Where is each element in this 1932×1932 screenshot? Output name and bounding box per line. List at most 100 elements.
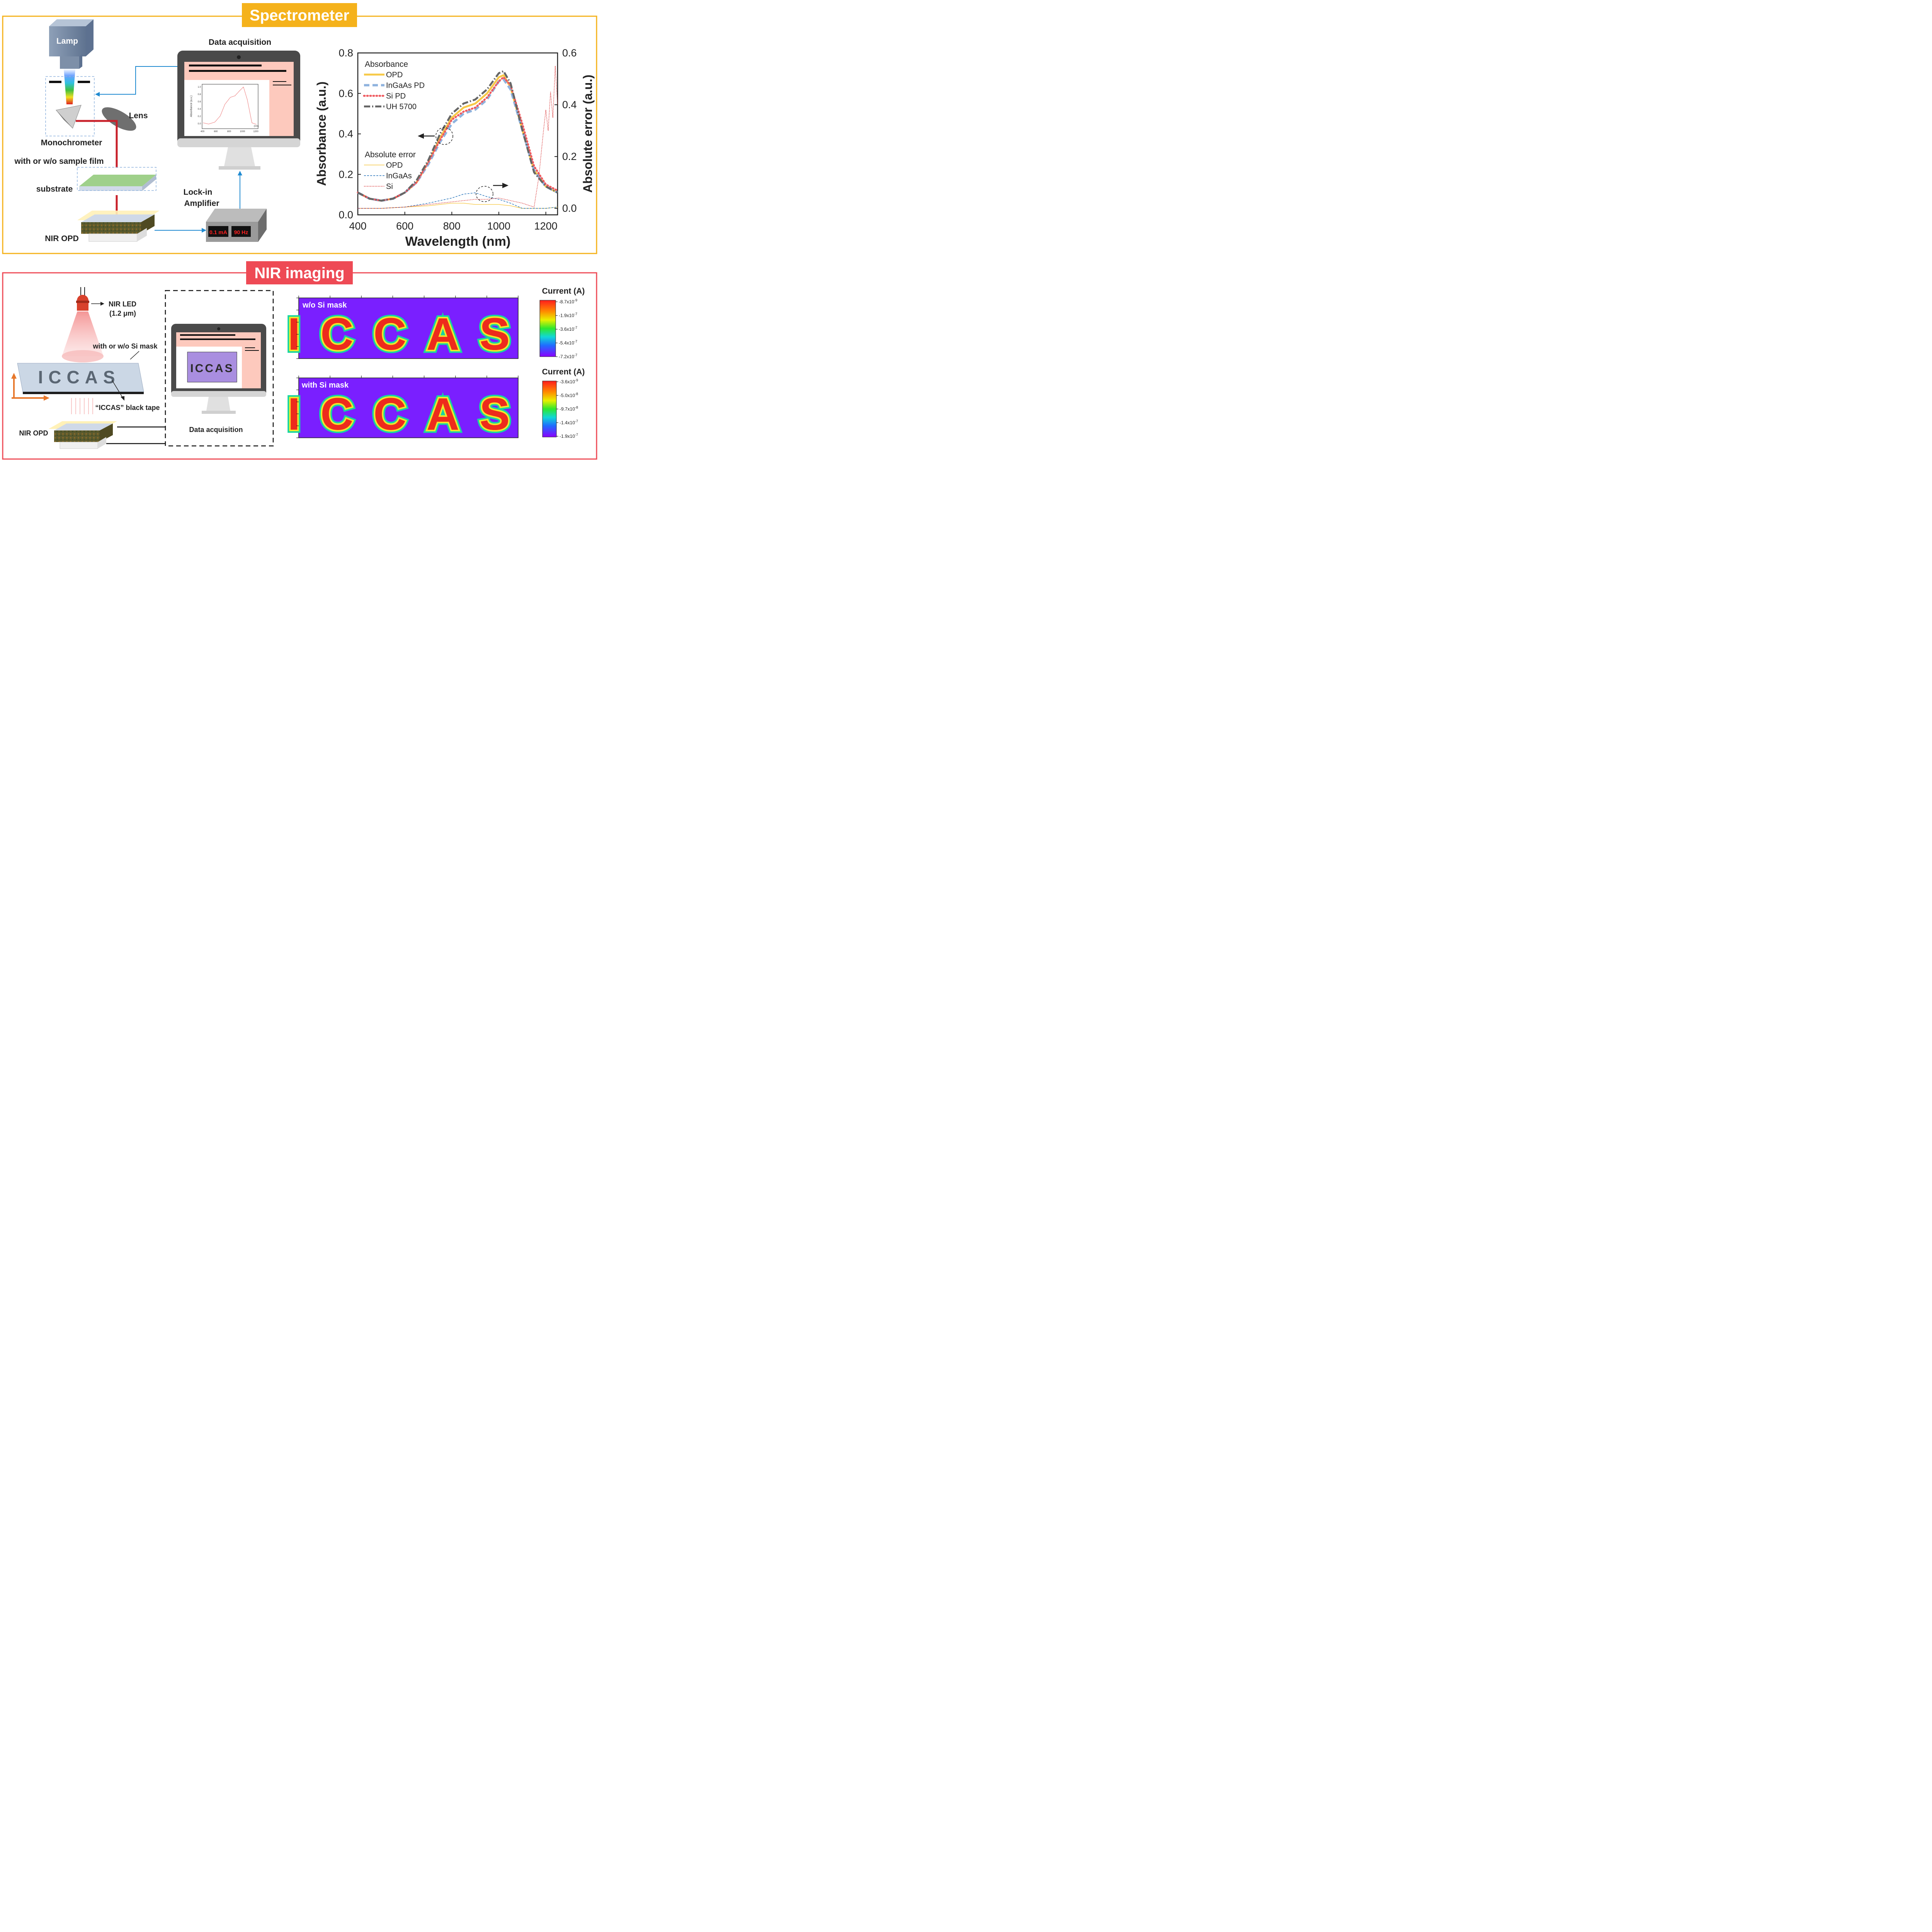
svg-text:ICCAS: ICCAS	[287, 309, 530, 360]
colorbar-tick-label: -5.4x10-7	[559, 340, 577, 346]
opd-device-icon	[77, 211, 160, 242]
light-beam	[64, 69, 75, 104]
colorbar-tick-label: -8.7x10-9	[559, 298, 577, 304]
spectrometer-title-box	[242, 3, 357, 27]
mini-y-tick-label: 0.4	[198, 108, 201, 111]
legend-absorbance-title: Absorbance	[365, 60, 408, 69]
legend-error-title: Absolute error	[365, 150, 416, 159]
mini-y-tick-label: 1.0	[198, 86, 201, 88]
acquisition-box	[165, 290, 274, 447]
colorbar-tick-label: -1.9x10-7	[560, 433, 578, 439]
mini-y-tick-label: 0.0	[198, 123, 201, 125]
figure-canvas: Spectrometer Lamp Monochrometer Lens wit…	[2, 3, 597, 460]
absorbance-series-uh-5700	[357, 70, 558, 202]
colorbar	[542, 381, 557, 437]
y2-tick-label: 0.4	[562, 99, 577, 111]
arrowhead	[502, 183, 509, 188]
mini-x-tick-label: 600	[214, 131, 218, 133]
error-series-ingaas	[358, 192, 558, 209]
mini-xunit: (nm)	[254, 125, 259, 128]
lockin-current-display: 0.1 mA	[209, 229, 227, 235]
colorbar-tick-label: -1.9x10-7	[559, 312, 577, 318]
tape-pointer	[112, 380, 123, 398]
substrate-label: substrate	[36, 185, 73, 194]
map-background	[298, 378, 519, 438]
mask-pointer	[130, 351, 139, 360]
colorbar-tick-label: -5.0x10-8	[560, 392, 578, 398]
mask-label: with or w/o Si mask	[92, 342, 158, 350]
legend-label: InGaAs PD	[386, 82, 425, 90]
mini-x-tick-label: 1000	[240, 131, 245, 133]
right-axis-circle	[476, 186, 493, 202]
legend-label: Si	[386, 182, 393, 191]
spectrometer-title: Spectrometer	[250, 7, 349, 24]
prism-icon	[56, 105, 82, 129]
imaging-opd-icon	[49, 421, 117, 449]
transmitted-light	[71, 398, 93, 414]
legend-label: OPD	[386, 71, 403, 79]
left-axis-circle	[435, 127, 453, 145]
imaging-title-box	[246, 261, 353, 284]
map-label: w/o Si mask	[302, 301, 347, 310]
legend-label: InGaAs	[386, 172, 412, 180]
mini-y-tick-label: 0.8	[198, 94, 201, 96]
led-icon	[76, 287, 89, 311]
imaging-opd-label: NIR OPD	[19, 429, 48, 437]
y-tick-label: 0.2	[338, 168, 353, 180]
monochromatic-beam	[76, 120, 118, 168]
colorbar-tick-label: -9.7x10-8	[560, 406, 578, 412]
y2-axis-label: Absolute error (a.u.)	[581, 75, 595, 193]
colorbar	[539, 300, 556, 357]
mini-x-tick-label: 400	[201, 131, 205, 133]
svg-text:ICCAS: ICCAS	[287, 309, 530, 360]
arrowhead	[95, 92, 100, 97]
lockin-label-2: Amplifier	[184, 199, 219, 208]
x-tick-label: 600	[396, 220, 413, 232]
mini-x-tick-label: 1200	[253, 131, 259, 133]
led-spot	[62, 350, 104, 362]
imaging-data-label: Data acquisition	[189, 426, 243, 434]
lamp-icon	[49, 19, 94, 69]
y-tick-label: 0.0	[338, 209, 353, 221]
monitor-image-text: ICCAS	[190, 362, 234, 375]
lens-icon	[102, 107, 136, 131]
y2-tick-label: 0.0	[562, 202, 577, 214]
x-tick-label: 800	[443, 220, 461, 232]
slit-right	[78, 81, 90, 83]
colorbar-tick-label: -7.2x10-7	[559, 353, 577, 359]
mini-y-tick-label: 0.2	[198, 116, 201, 118]
slit-left	[49, 81, 61, 83]
lockin-frequency-display: 90 Hz	[234, 229, 248, 235]
mini-x-tick-label: 800	[227, 131, 231, 133]
y2-tick-label: 0.2	[562, 151, 577, 162]
legend-label: UH 5700	[386, 103, 417, 111]
led-label-2: (1.2 μm)	[109, 310, 136, 317]
monitor-icon	[177, 51, 300, 170]
x-axis-label: Wavelength (nm)	[405, 234, 511, 249]
lens-label: Lens	[129, 111, 148, 120]
arrowhead	[11, 373, 17, 379]
x-tick-label: 1000	[487, 220, 510, 232]
arrowhead	[100, 302, 104, 306]
arrowhead	[418, 133, 424, 139]
spectrometer-opd-label: NIR OPD	[45, 234, 79, 243]
imaging-title: NIR imaging	[254, 265, 344, 282]
current-map-without-mask: w/o Si mask ICCAS ICCAS ICCAS	[284, 296, 530, 363]
lamp-label: Lamp	[56, 37, 78, 46]
error-series-si	[358, 66, 558, 209]
colorbar-title: Current (A)	[542, 367, 585, 376]
control-arrow-monitor-mono	[100, 66, 177, 95]
svg-text:ICCAS: ICCAS	[287, 389, 530, 440]
y-tick-label: 0.8	[338, 47, 353, 59]
svg-text:ICCAS: ICCAS	[287, 389, 530, 440]
monochromator-label: Monochrometer	[41, 138, 102, 147]
led-label-1: NIR LED	[109, 300, 136, 308]
svg-text:ICCAS: ICCAS	[287, 389, 530, 440]
colorbar-tick-label: -3.6x10-7	[559, 326, 577, 332]
sample-film	[77, 167, 156, 191]
tape-text: ICCAS	[38, 367, 120, 387]
y-tick-label: 0.6	[338, 88, 353, 99]
si-mask-plate	[17, 363, 144, 394]
